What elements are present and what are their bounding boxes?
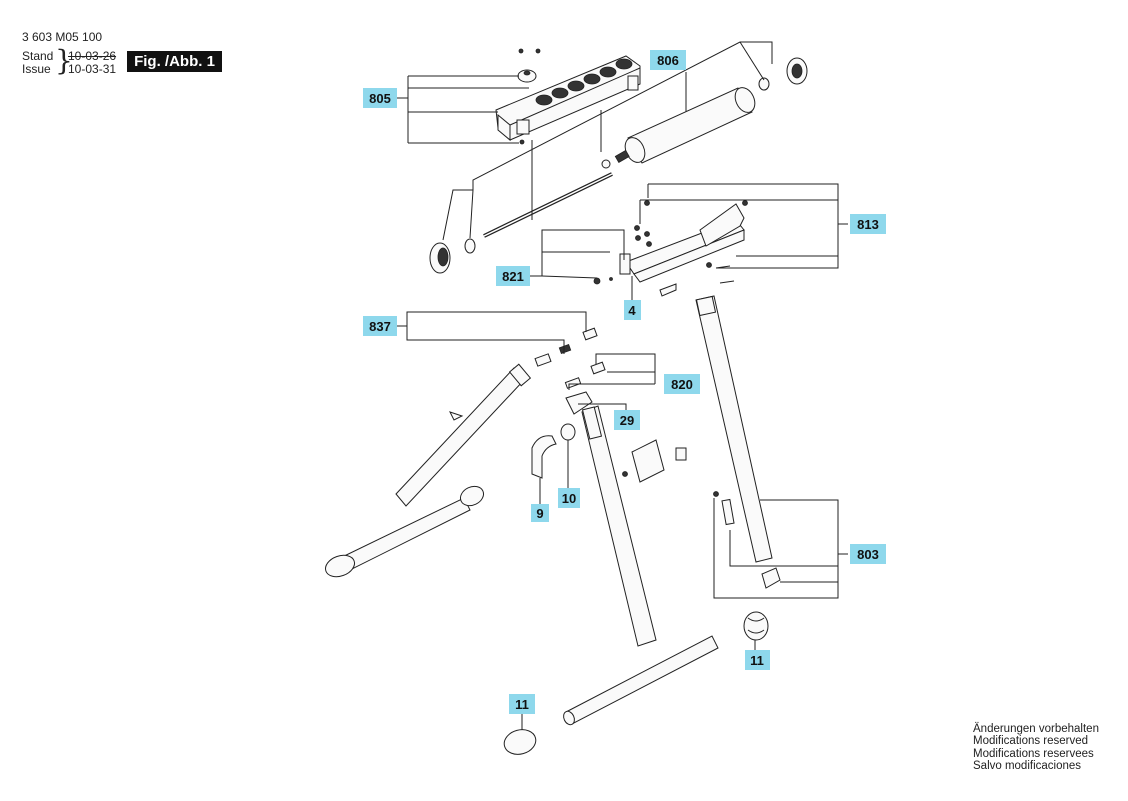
- notice-line-de: Änderungen vorbehalten: [973, 723, 1099, 735]
- svg-text:803: 803: [857, 547, 879, 562]
- callout-4: 4: [624, 300, 641, 320]
- callout-10: 10: [558, 488, 580, 508]
- callout-821: 821: [496, 266, 530, 286]
- foot-bar-part: [324, 485, 485, 578]
- modifications-notice: Änderungen vorbehalten Modifications res…: [973, 723, 1099, 773]
- notice-line-en: Modifications reserved: [973, 735, 1089, 748]
- callout-11-right: 11: [745, 650, 770, 670]
- end-wheel-part: [429, 57, 808, 274]
- callout-837: 837: [363, 316, 397, 336]
- svg-text:805: 805: [369, 91, 391, 106]
- svg-text:10: 10: [562, 491, 576, 506]
- callout-806: 806: [650, 50, 686, 70]
- brace-icon: }: [55, 44, 73, 77]
- bottom-bar-part: [563, 635, 719, 726]
- cap-part: [503, 611, 769, 755]
- svg-text:9: 9: [536, 506, 543, 521]
- callout-11-left: 11: [509, 694, 535, 714]
- center-leg-part: [581, 405, 657, 647]
- left-leg-part: [395, 363, 532, 507]
- figure-label: Fig. /Abb. 1: [127, 51, 222, 72]
- svg-text:4: 4: [628, 303, 636, 318]
- shaft-part: [483, 172, 613, 238]
- svg-text:821: 821: [502, 269, 524, 284]
- svg-text:837: 837: [369, 319, 391, 334]
- svg-text:806: 806: [657, 53, 679, 68]
- svg-text:29: 29: [620, 413, 634, 428]
- leader-lines: [397, 41, 848, 730]
- svg-text:820: 820: [671, 377, 693, 392]
- notice-line-es: Salvo modificaciones: [973, 760, 1082, 773]
- issue-label: Issue: [22, 62, 51, 76]
- callout-813: 813: [850, 214, 886, 234]
- issue-date: 10-03-31: [68, 62, 117, 76]
- spring-part: [601, 149, 630, 169]
- svg-text:11: 11: [750, 653, 764, 668]
- svg-text:813: 813: [857, 217, 879, 232]
- right-leg-part: [695, 295, 773, 563]
- svg-text:11: 11: [515, 697, 529, 712]
- callout-29: 29: [614, 410, 640, 430]
- callout-805: 805: [363, 88, 397, 108]
- callout-820: 820: [664, 374, 700, 394]
- stand-date: 10-03-26: [68, 49, 117, 63]
- notice-line-fr: Modifications reservees: [973, 747, 1094, 760]
- callout-9: 9: [531, 504, 549, 522]
- bracket-part: [593, 200, 748, 297]
- stand-label: Stand: [22, 49, 54, 63]
- tube-part: [624, 87, 756, 164]
- top-rail-part: [495, 55, 641, 142]
- document-number: 3 603 M05 100: [22, 30, 103, 44]
- callout-803: 803: [850, 544, 886, 564]
